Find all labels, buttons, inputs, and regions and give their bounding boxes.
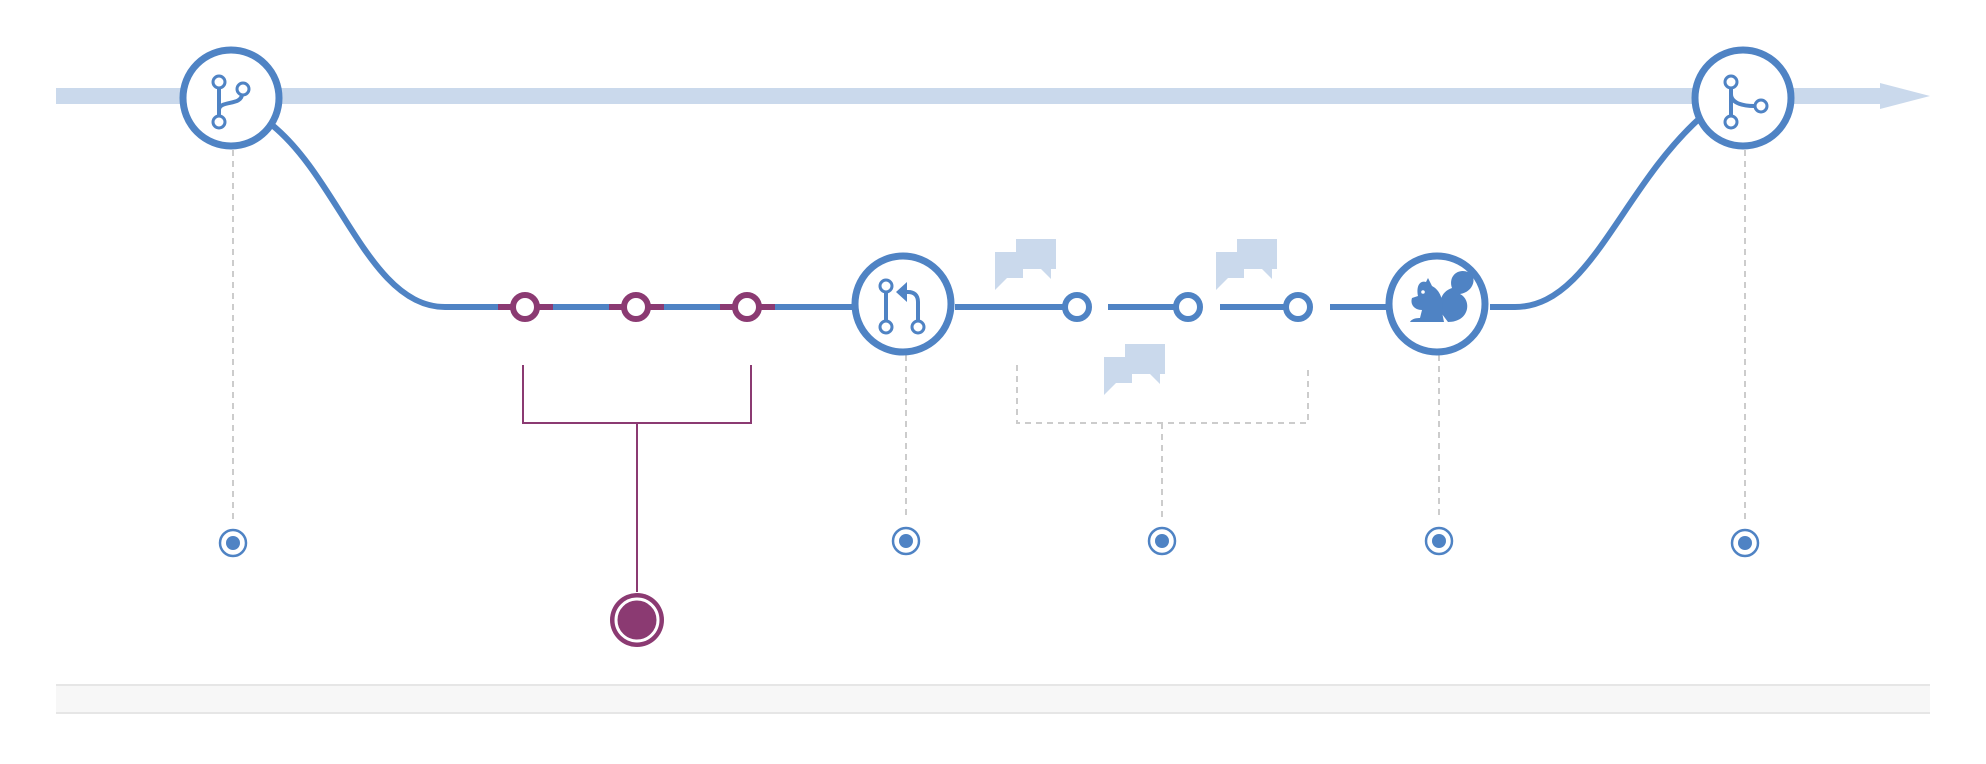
pull-request-icon	[878, 278, 926, 335]
main-branch-arrowhead	[1880, 83, 1930, 109]
discussion-commits	[1062, 292, 1313, 322]
step-marker-merge[interactable]	[1730, 528, 1760, 558]
step-marker-pull-request[interactable]	[891, 526, 921, 556]
discussion-commit-3[interactable]	[1283, 292, 1313, 322]
merge-node[interactable]	[1691, 46, 1795, 150]
commit-2[interactable]	[609, 292, 664, 322]
step-markers	[218, 526, 1760, 647]
step-marker-discussion[interactable]	[1147, 526, 1177, 556]
create-branch-node[interactable]	[179, 46, 283, 150]
commit-markers	[498, 292, 775, 322]
main-branch-line	[56, 83, 1930, 109]
commit-3[interactable]	[720, 292, 775, 322]
step-marker-add-commits[interactable]	[610, 593, 664, 647]
discussion-commit-1[interactable]	[1062, 292, 1092, 322]
comment-icon	[1216, 239, 1277, 290]
pull-request-node[interactable]	[851, 252, 955, 356]
step-marker-create-branch[interactable]	[218, 528, 248, 558]
merge-icon	[1723, 74, 1769, 130]
footer-band	[56, 684, 1930, 714]
commit-1[interactable]	[498, 292, 553, 322]
squirrel-icon	[1410, 270, 1474, 322]
dashed-guides	[232, 150, 1746, 520]
feature-branch-line	[270, 115, 1703, 310]
comment-icon	[995, 239, 1056, 290]
comment-icon	[1104, 344, 1165, 395]
step-marker-deploy[interactable]	[1424, 526, 1454, 556]
commits-bracket	[522, 365, 752, 592]
branch-icon	[211, 74, 251, 130]
deploy-node[interactable]	[1385, 252, 1489, 356]
comment-bubbles	[995, 239, 1277, 395]
discussion-commit-2[interactable]	[1173, 292, 1203, 322]
